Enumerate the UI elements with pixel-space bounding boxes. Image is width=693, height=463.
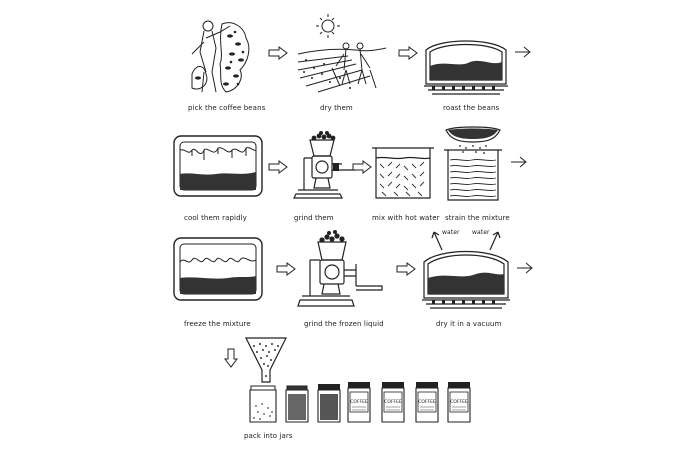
roasting-oven-illustration [420,28,512,96]
label-dry-them: dry them [320,104,353,112]
arrow-right-icon [510,156,528,168]
label-freeze-the-mixture: freeze the mixture [184,320,251,328]
arrow-down-icon [224,348,238,368]
label-mix-with-hot-water: mix with hot water [372,214,440,222]
freezing-tray-illustration [172,236,264,302]
vacuum-dryer-illustration [416,226,516,310]
label-pick-coffee-beans: pick the coffee beans [188,104,265,112]
label-separator-dot: · [434,213,436,221]
label-dry-it-in-a-vacuum: dry it in a vacuum [436,320,502,328]
coffee-picker-illustration [186,14,254,96]
arrow-right-icon [352,160,372,174]
labelled-coffee-jar-4: COFFEE [446,380,472,424]
label-water-left: water [442,229,460,236]
mixing-pot-illustration [370,144,436,202]
jar-brand-text: COFFEE [418,399,436,405]
straining-pot-illustration [440,124,506,204]
jar-sealed-illustration [316,382,342,424]
labelled-coffee-jar-1: COFFEE [346,380,372,424]
labelled-coffee-jar-2: COFFEE [380,380,406,424]
label-strain-the-mixture: strain the mixture [445,214,510,222]
label-pack-into-jars: pack into jars [244,432,293,440]
drying-field-illustration [296,12,388,96]
arrow-right-icon [268,160,288,174]
arrow-right-icon [276,262,296,276]
arrow-right-icon [396,262,416,276]
labelled-coffee-jar-3: COFFEE [414,380,440,424]
arrow-right-icon [268,46,288,60]
jar-brand-text: COFFEE [450,399,468,405]
funnel-illustration [244,336,288,384]
arrow-right-icon [516,262,534,274]
jar-brand-text: COFFEE [350,399,368,405]
frozen-grinder-illustration [296,230,384,310]
label-cool-them-rapidly: cool them rapidly [184,214,247,222]
jar-brand-text: COFFEE [384,399,402,405]
label-grind-them: grind them [294,214,334,222]
label-grind-the-frozen-liquid: grind the frozen liquid [304,320,384,328]
label-water-right: water [472,229,490,236]
label-roast-the-beans: roast the beans [443,104,499,112]
cooling-tray-illustration [172,134,264,198]
arrow-right-icon [514,46,532,58]
grinder-illustration [290,130,360,202]
arrow-right-icon [398,46,418,60]
jar-full-illustration [284,384,310,424]
jar-filling-illustration [248,384,278,424]
